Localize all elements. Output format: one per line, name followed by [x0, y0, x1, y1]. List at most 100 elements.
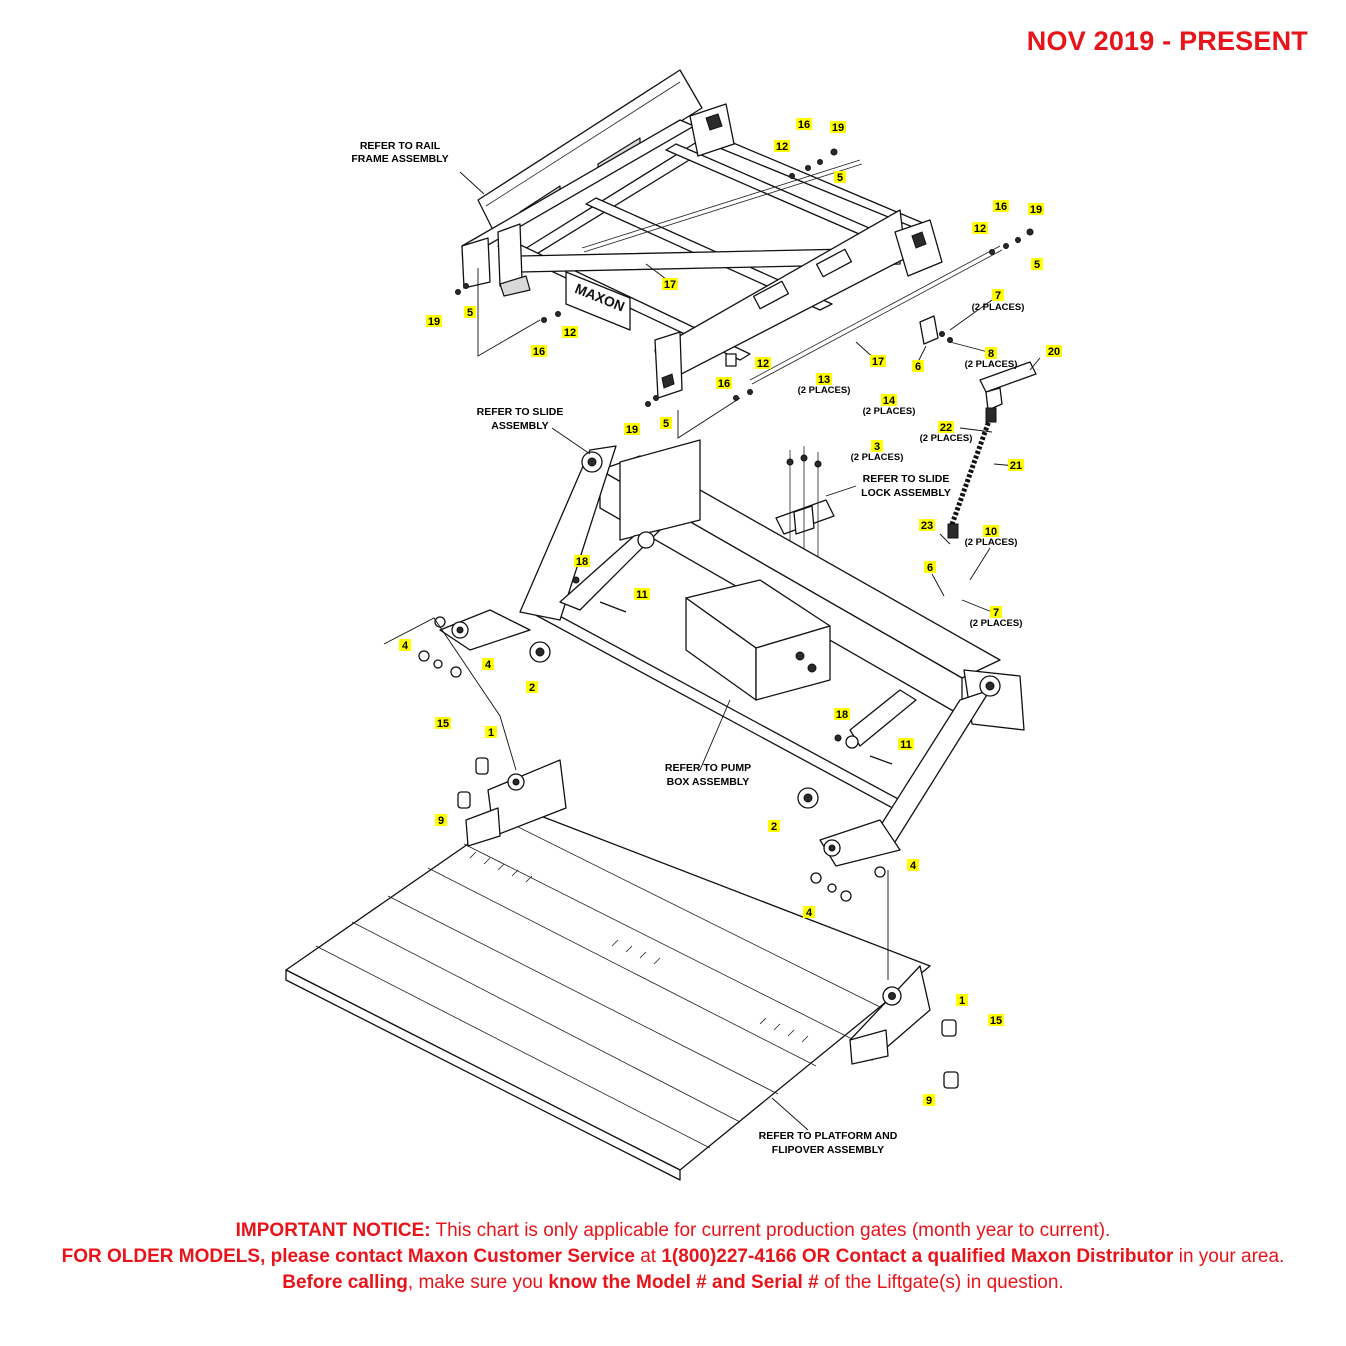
- svg-text:6: 6: [915, 361, 921, 373]
- svg-text:17: 17: [664, 279, 676, 291]
- callout-17a: 17: [662, 278, 678, 291]
- callout-5a: 5: [834, 171, 846, 184]
- places-13: (2 PLACES): [798, 385, 851, 396]
- svg-text:4: 4: [806, 907, 813, 919]
- svg-text:REFER TO RAIL: REFER TO RAIL: [360, 140, 441, 152]
- notice-phone-bold: 1(800)227-4166 OR Contact a qualified Ma…: [661, 1246, 1174, 1267]
- notice-lead-bold: IMPORTANT NOTICE:: [235, 1220, 431, 1241]
- callout-5d: 5: [660, 417, 672, 430]
- places-7b: (2 PLACES): [970, 618, 1023, 629]
- svg-text:23: 23: [921, 520, 933, 532]
- svg-text:8: 8: [988, 348, 994, 360]
- places-22: (2 PLACES): [920, 433, 973, 444]
- svg-text:2: 2: [529, 682, 535, 694]
- notice-tail-text: of the Liftgate(s) in question.: [818, 1272, 1064, 1293]
- svg-text:1: 1: [959, 995, 965, 1007]
- callout-19a: 19: [830, 121, 846, 134]
- callout-11b: 11: [898, 738, 914, 751]
- svg-text:4: 4: [402, 640, 409, 652]
- svg-text:11: 11: [900, 739, 912, 751]
- svg-text:5: 5: [663, 418, 669, 430]
- page-title: NOV 2019 - PRESENT: [1026, 26, 1308, 56]
- callout-16a: 16: [796, 118, 812, 131]
- callout-17b: 17: [870, 355, 886, 368]
- callout-1a: 1: [485, 726, 497, 739]
- callout-7b: 7: [990, 606, 1002, 619]
- svg-text:BOX ASSEMBLY: BOX ASSEMBLY: [667, 776, 750, 788]
- callout-22: 22: [938, 421, 954, 434]
- svg-text:18: 18: [836, 709, 848, 721]
- leader-lines: [383, 171, 1041, 1131]
- note-rail-frame: REFER TO RAIL FRAME ASSEMBLY: [351, 140, 448, 165]
- callout-16b: 16: [993, 200, 1009, 213]
- note-slide: REFER TO SLIDE ASSEMBLY: [477, 406, 564, 432]
- svg-text:19: 19: [428, 316, 440, 328]
- places-3: (2 PLACES): [851, 452, 904, 463]
- callout-6a: 6: [912, 360, 924, 373]
- slide-lock-assembly: [775, 446, 835, 576]
- callout-16c: 16: [531, 345, 547, 358]
- svg-text:7: 7: [995, 290, 1001, 302]
- svg-text:LOCK ASSEMBLY: LOCK ASSEMBLY: [861, 487, 951, 499]
- cable-17: [581, 159, 1003, 385]
- callout-6b: 6: [924, 561, 936, 574]
- svg-text:15: 15: [990, 1015, 1002, 1027]
- callout-12a: 12: [774, 140, 790, 153]
- svg-text:13: 13: [818, 374, 830, 386]
- callout-2a: 2: [526, 681, 538, 694]
- exploded-parts-diagram: MAXON: [285, 69, 1062, 1181]
- callout-11a: 11: [634, 588, 650, 601]
- chain-assembly: [947, 361, 1037, 539]
- svg-text:12: 12: [974, 223, 986, 235]
- svg-text:5: 5: [1034, 259, 1040, 271]
- callout-19c: 19: [426, 315, 442, 328]
- svg-text:REFER TO SLIDE: REFER TO SLIDE: [863, 473, 950, 485]
- callout-8: 8: [985, 347, 997, 360]
- places-8: (2 PLACES): [965, 359, 1018, 370]
- svg-text:14: 14: [883, 395, 896, 407]
- svg-text:ASSEMBLY: ASSEMBLY: [491, 420, 548, 432]
- callout-9b: 9: [923, 1094, 935, 1107]
- callout-12d: 12: [755, 357, 771, 370]
- places-10: (2 PLACES): [965, 537, 1018, 548]
- notice-before-bold: Before calling: [282, 1272, 408, 1293]
- svg-text:REFER TO SLIDE: REFER TO SLIDE: [477, 406, 564, 418]
- note-platform: REFER TO PLATFORM AND FLIPOVER ASSEMBLY: [759, 1130, 898, 1156]
- svg-text:19: 19: [626, 424, 638, 436]
- callout-19b: 19: [1028, 203, 1044, 216]
- note-pump-box: REFER TO PUMP BOX ASSEMBLY: [665, 762, 751, 788]
- notice-make-text: , make sure you: [407, 1272, 549, 1293]
- svg-text:6: 6: [927, 562, 933, 574]
- callout-12c: 12: [562, 326, 578, 339]
- callout-7a: 7: [992, 289, 1004, 302]
- platform-assembly: [285, 757, 959, 1181]
- callout-5b: 5: [1031, 258, 1043, 271]
- svg-text:16: 16: [533, 346, 545, 358]
- callout-10: 10: [983, 525, 999, 538]
- svg-text:7: 7: [993, 607, 999, 619]
- slide-assembly: [418, 439, 1025, 902]
- callout-19d: 19: [624, 423, 640, 436]
- callout-12b: 12: [972, 222, 988, 235]
- notice-lead-text: This chart is only applicable for curren…: [430, 1220, 1111, 1241]
- important-notice: IMPORTANT NOTICE: This chart is only app…: [60, 1218, 1286, 1296]
- svg-text:22: 22: [940, 422, 952, 434]
- callout-4c: 4: [907, 859, 919, 872]
- svg-text:4: 4: [910, 860, 917, 872]
- callout-14: 14: [881, 394, 897, 407]
- callout-15a: 15: [435, 717, 451, 730]
- svg-text:19: 19: [1030, 204, 1042, 216]
- callout-21: 21: [1008, 459, 1024, 472]
- notice-know-bold: know the Model # and Serial #: [548, 1272, 819, 1293]
- callout-9a: 9: [435, 814, 447, 827]
- svg-text:18: 18: [576, 556, 588, 568]
- callout-4b: 4: [482, 658, 494, 671]
- svg-text:10: 10: [985, 526, 997, 538]
- callout-23: 23: [919, 519, 935, 532]
- svg-text:15: 15: [437, 718, 449, 730]
- svg-text:21: 21: [1010, 460, 1022, 472]
- svg-text:11: 11: [636, 589, 648, 601]
- svg-text:1: 1: [488, 727, 494, 739]
- svg-text:9: 9: [926, 1095, 932, 1107]
- notice-area-text: in your area.: [1173, 1246, 1285, 1267]
